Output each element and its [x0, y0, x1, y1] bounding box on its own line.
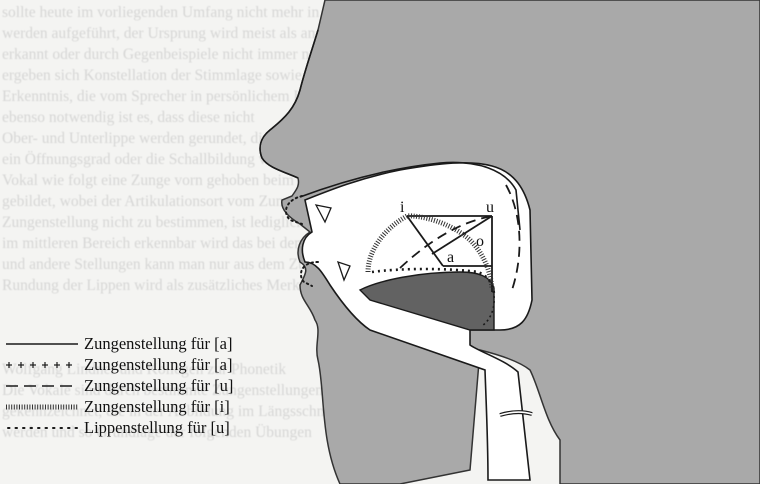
legend-item: Zungenstellung für [i] [4, 396, 324, 417]
vowel-label-u: u [486, 199, 494, 216]
legend-label: Lippenstellung für [u] [84, 418, 230, 438]
legend-label: Zungenstellung für [i] [84, 397, 230, 417]
legend-swatch-hatched [4, 400, 84, 414]
legend-item: Zungenstellung für [a] [4, 333, 324, 354]
legend-swatch-plus [4, 358, 84, 372]
legend-item: Zungenstellung für [a] [4, 354, 324, 375]
legend-swatch-solid [4, 337, 84, 351]
legend-swatch-dotted [4, 421, 84, 435]
legend-label: Zungenstellung für [a] [84, 334, 232, 354]
legend: Zungenstellung für [a] Zungenstellung fü… [4, 333, 324, 438]
vowel-label-o: o [476, 233, 484, 250]
legend-item: Zungenstellung für [u] [4, 375, 324, 396]
legend-label: Zungenstellung für [u] [84, 376, 233, 396]
legend-item: Lippenstellung für [u] [4, 417, 324, 438]
legend-label: Zungenstellung für [a] [84, 355, 232, 375]
vowel-label-a: a [447, 249, 454, 266]
vowel-label-i: i [400, 199, 405, 216]
legend-swatch-dashed [4, 379, 84, 393]
